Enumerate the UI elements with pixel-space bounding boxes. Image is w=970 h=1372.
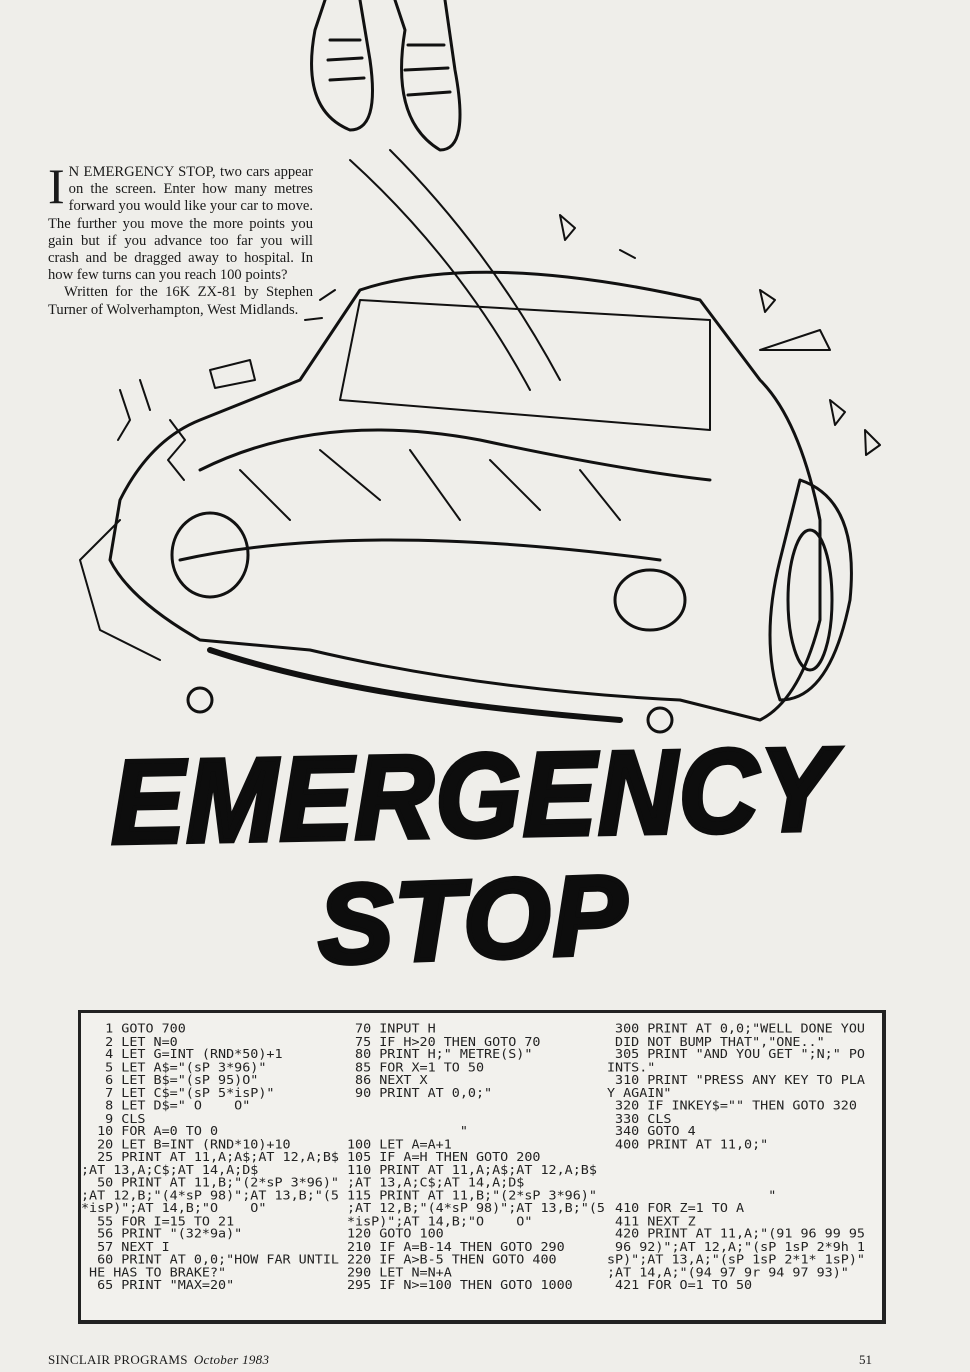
code-line: 60 PRINT AT 0,0;"HOW FAR UNTIL: [81, 1252, 339, 1268]
car-body-icon: [79, 270, 853, 734]
code-line: 6 LET B$="(sP 95)O": [81, 1073, 259, 1088]
code-line: ;AT 13,A;C$;AT 14,A;D$: [81, 1163, 259, 1178]
code-line: 105 IF A=H THEN GOTO 200: [347, 1150, 541, 1165]
code-line: 25 PRINT AT 11,A;A$;AT 12,A;B$: [81, 1150, 339, 1165]
code-line: 330 CLS: [607, 1111, 672, 1127]
code-line: ;AT 13,A;C$;AT 14,A;D$: [347, 1175, 525, 1191]
code-line: [607, 1151, 865, 1164]
code-line: 340 GOTO 4: [607, 1124, 696, 1139]
code-line: 320 IF INKEY$="" THEN GOTO 320: [607, 1099, 857, 1114]
code-line: 8 LET D$=" O O": [81, 1099, 251, 1114]
code-line: 80 PRINT H;" METRE(S)": [347, 1047, 533, 1062]
code-line: [607, 1177, 865, 1190]
legs-icon: [310, 0, 561, 391]
code-line: 9 CLS: [81, 1111, 146, 1127]
code-line: 20 LET B=INT (RND*10)+10: [81, 1137, 291, 1152]
code-line: 300 PRINT AT 0,0;"WELL DONE YOU: [607, 1022, 865, 1037]
code-line: 290 LET N=N+A: [347, 1265, 452, 1280]
issue-date: October 1983: [193, 1352, 270, 1367]
debris-icon: [117, 214, 881, 481]
code-line: *isP)";AT 14,B;"O O": [81, 1201, 267, 1216]
listing-column-3: 300 PRINT AT 0,0;"WELL DONE YOU DID NOT …: [607, 1023, 865, 1292]
crashed-car-illustration: [79, 0, 881, 734]
code-line: 115 PRINT AT 11,B;"(2*sP 3*96)": [347, 1188, 597, 1204]
title-emergency: EMERGENCY: [108, 721, 839, 871]
code-line: 1 GOTO 700: [81, 1022, 186, 1037]
basic-program-listing: 1 GOTO 700 2 LET N=0 4 LET G=INT (RND*50…: [78, 1010, 886, 1324]
code-line: 10 FOR A=0 TO 0: [81, 1124, 219, 1139]
code-line: 5 LET A$="(sP 3*96)": [81, 1060, 267, 1075]
code-line: 410 FOR Z=1 TO A: [607, 1201, 745, 1216]
code-line: [347, 1100, 605, 1113]
code-line: 120 GOTO 100: [347, 1227, 444, 1242]
code-line: 220 IF A>B-5 THEN GOTO 400: [347, 1252, 557, 1268]
code-line: 210 IF A=B-14 THEN GOTO 290: [347, 1240, 565, 1255]
code-line: 57 NEXT I: [81, 1240, 170, 1255]
code-line: ": [347, 1124, 468, 1139]
title-stop: STOP: [313, 849, 633, 990]
code-line: 310 PRINT "PRESS ANY KEY TO PLA: [607, 1073, 865, 1088]
listing-column-2: 70 INPUT H 75 IF H>20 THEN GOTO 70 80 PR…: [347, 1023, 605, 1292]
code-line: 55 FOR I=15 TO 21: [81, 1214, 235, 1229]
code-line: *isP)";AT 14,B;"O O": [347, 1214, 533, 1229]
code-line: 75 IF H>20 THEN GOTO 70: [347, 1034, 541, 1050]
code-line: 110 PRINT AT 11,A;A$;AT 12,A;B$: [347, 1163, 597, 1178]
code-line: 305 PRINT "AND YOU GET ";N;" PO: [607, 1047, 865, 1062]
code-line: 4 LET G=INT (RND*50)+1: [81, 1047, 283, 1062]
code-line: DID NOT BUMP THAT","ONE..": [607, 1034, 825, 1050]
code-line: ;AT 14,A;"(94 97 9r 94 97 93)": [607, 1265, 849, 1280]
code-line: 421 FOR O=1 TO 50: [607, 1278, 753, 1293]
code-line: 100 LET A=A+1: [347, 1137, 452, 1152]
code-line: 86 NEXT X: [347, 1073, 428, 1088]
code-line: 2 LET N=0: [81, 1034, 178, 1050]
intro-text: N EMERGENCY STOP, two cars appear on the…: [48, 164, 313, 284]
code-line: ;AT 12,B;"(4*sP 98)";AT 13,B;"(5: [347, 1201, 605, 1216]
listing-column-1: 1 GOTO 700 2 LET N=0 4 LET G=INT (RND*50…: [81, 1023, 339, 1292]
code-line: ;AT 12,B;"(4*sP 98)";AT 13,B;"(5: [81, 1188, 339, 1204]
code-line: 420 PRINT AT 11,A;"(91 96 99 95: [607, 1227, 865, 1242]
code-line: 50 PRINT AT 11,B;"(2*sP 3*96)": [81, 1175, 339, 1191]
code-line: 400 PRINT AT 11,0;": [607, 1137, 769, 1152]
code-line: 70 INPUT H: [347, 1022, 436, 1037]
code-line: 85 FOR X=1 TO 50: [347, 1060, 485, 1075]
code-line: 65 PRINT "MAX=20": [81, 1278, 235, 1293]
code-line: 295 IF N>=100 THEN GOTO 1000: [347, 1278, 573, 1293]
code-line: 96 92)";AT 12,A;"(sP 1sP 2*9h 1: [607, 1240, 865, 1255]
code-line: 90 PRINT AT 0,0;": [347, 1086, 493, 1101]
author-credit: Written for the 16K ZX-81 by Stephen Tur…: [48, 284, 313, 318]
code-line: 56 PRINT "(32*9a)": [81, 1227, 243, 1242]
drop-cap: I: [48, 158, 65, 214]
code-line: Y AGAIN": [607, 1086, 672, 1101]
code-line: 411 NEXT Z: [607, 1214, 696, 1229]
code-line: ": [607, 1188, 777, 1204]
code-line: HE HAS TO BRAKE?": [81, 1265, 227, 1280]
code-line: INTS.": [607, 1060, 656, 1075]
code-line: sP)";AT 13,A;"(sP 1sP 2*1* 1sP)": [607, 1252, 865, 1268]
code-line: [607, 1164, 865, 1177]
magazine-name: SINCLAIR PROGRAMS: [48, 1352, 188, 1367]
footer-magazine: SINCLAIR PROGRAMS October 1983: [48, 1352, 269, 1368]
code-line: 7 LET C$="(sP 5*isP)": [81, 1086, 275, 1101]
page-number: 51: [859, 1352, 872, 1367]
